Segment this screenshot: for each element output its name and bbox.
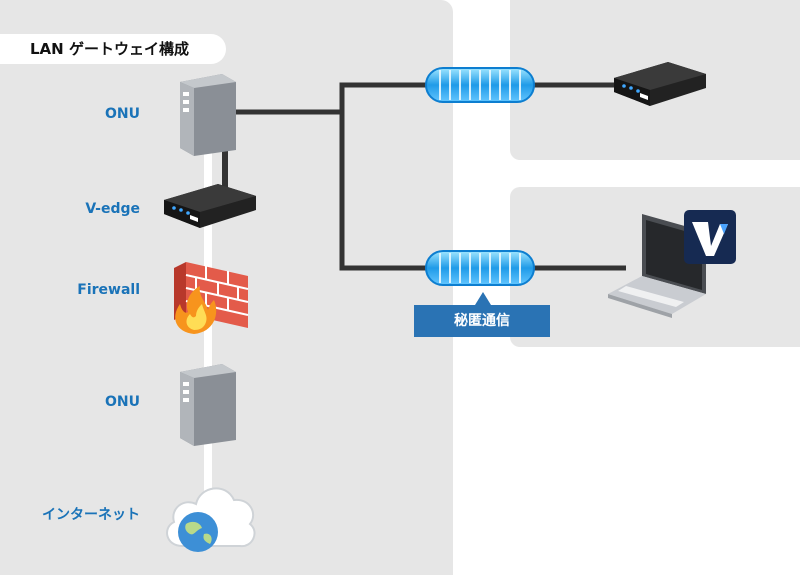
label-internet: インターネット	[42, 507, 140, 523]
internet-cloud-icon	[166, 487, 256, 552]
secure-communication-badge: 秘匿通信	[414, 305, 550, 337]
onu-icon	[180, 364, 236, 446]
label-vedge: V-edge	[85, 201, 140, 217]
diagram-title: LAN ゲートウェイ構成	[0, 34, 226, 64]
vedge-router-icon	[164, 184, 256, 228]
onu-icon	[180, 74, 236, 156]
label-firewall: Firewall	[77, 282, 140, 298]
label-onu-top: ONU	[105, 106, 140, 122]
label-onu-bottom: ONU	[105, 394, 140, 410]
badge-pointer	[475, 292, 491, 305]
encrypted-tunnel-icon	[425, 250, 535, 286]
remote-router-icon	[614, 62, 706, 106]
v-logo-icon	[684, 210, 736, 264]
vertical-connection-line	[204, 120, 212, 540]
firewall-icon	[174, 262, 249, 334]
encrypted-tunnel-icon	[425, 67, 535, 103]
